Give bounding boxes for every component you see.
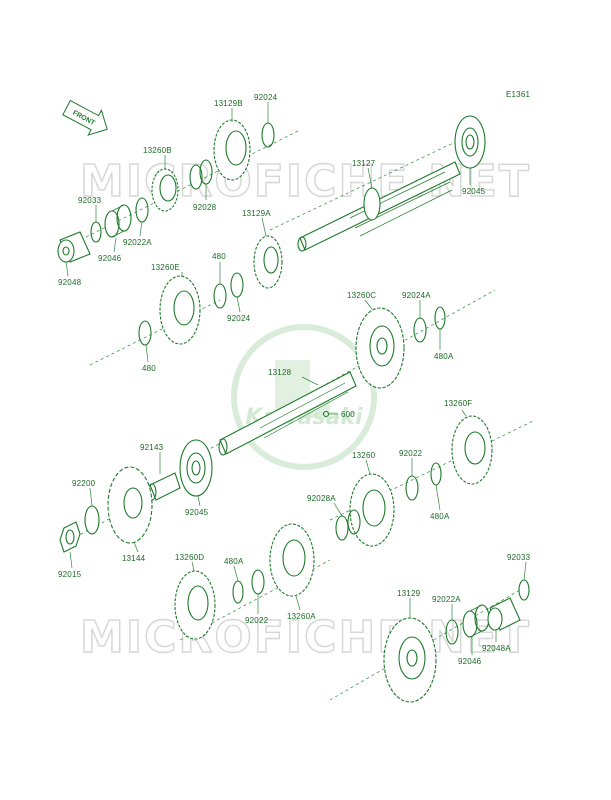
label-92022A-a: 92022A	[123, 238, 152, 247]
label-92048: 92048	[58, 278, 82, 287]
washer-92200	[84, 505, 100, 535]
label-92022b: 92022	[245, 616, 269, 625]
label-92045b: 92045	[185, 508, 209, 517]
label-13260C: 13260C	[347, 291, 376, 300]
gear-13260E	[159, 275, 201, 345]
bearing-92046b	[462, 604, 490, 638]
circlip-480A-c	[232, 580, 244, 604]
label-480A-b: 480A	[430, 512, 450, 521]
bearing-92046a	[104, 204, 132, 238]
gear-13260A	[269, 523, 315, 597]
sprocket-13144	[107, 466, 153, 544]
watermark-bottom: MICROFICHE.NET	[80, 612, 531, 663]
gear-13260F	[451, 415, 493, 485]
label-13127: 13127	[352, 159, 376, 168]
label-92033a: 92033	[78, 196, 102, 205]
label-92024b: 92024	[227, 314, 251, 323]
gear-13129	[383, 617, 437, 703]
shaft-13128	[218, 371, 357, 456]
label-13129: 13129	[397, 589, 421, 598]
label-92024A: 92024A	[402, 291, 431, 300]
label-13260F: 13260F	[444, 399, 472, 408]
label-92028A: 92028A	[307, 494, 336, 503]
washer-92022a	[405, 475, 419, 501]
label-13260D: 13260D	[175, 553, 204, 562]
gear-13260B	[151, 168, 179, 212]
label-600: 600	[341, 410, 355, 419]
circlip-480A-a	[434, 306, 446, 330]
label-480A-c: 480A	[224, 557, 244, 566]
front-arrow-icon: FRONT	[62, 99, 108, 136]
label-480a: 480	[212, 252, 226, 261]
bush-92028	[189, 159, 213, 190]
label-92024a: 92024	[254, 93, 278, 102]
gear-13260C	[355, 307, 405, 389]
circlip-92033b	[518, 579, 530, 601]
bearing-92045b	[179, 439, 213, 497]
collar-92143	[147, 472, 181, 501]
washer-92022b	[251, 569, 265, 595]
label-13260E: 13260E	[151, 263, 180, 272]
gear-13129B	[213, 119, 251, 181]
label-92022a: 92022	[399, 449, 423, 458]
label-13129A: 13129A	[242, 209, 271, 218]
circlip-92033a	[90, 221, 102, 243]
label-92022A-b: 92022A	[432, 595, 461, 604]
label-92048A: 92048A	[482, 644, 511, 653]
washer-92024b	[230, 272, 244, 298]
circlip-92024a	[261, 122, 275, 148]
label-13260A: 13260A	[287, 612, 316, 621]
label-92143: 92143	[140, 443, 164, 452]
label-92046b: 92046	[458, 657, 482, 666]
label-13129B: 13129B	[214, 99, 243, 108]
gear-13260D	[174, 570, 216, 640]
label-92046a: 92046	[98, 254, 122, 263]
collar-92048A	[487, 597, 521, 631]
label-13260: 13260	[352, 451, 376, 460]
label-13144: 13144	[122, 554, 146, 563]
circlip-480A-b	[430, 462, 442, 486]
circlip-480a	[213, 283, 227, 309]
label-92028: 92028	[193, 203, 217, 212]
diagram-code: E1361	[506, 90, 530, 99]
label-480A-a: 480A	[434, 352, 454, 361]
label-480b: 480	[142, 364, 156, 373]
label-13128: 13128	[268, 368, 292, 377]
label-13260B: 13260B	[143, 146, 172, 155]
collar-92048	[57, 231, 91, 263]
bush-92028A	[335, 509, 361, 541]
label-92015: 92015	[58, 570, 82, 579]
label-92045a: 92045	[462, 187, 486, 196]
label-92200: 92200	[72, 479, 96, 488]
gear-13260	[349, 473, 395, 547]
circlip-480b	[138, 320, 152, 346]
washer-92024A	[413, 317, 427, 343]
gear-13129A	[253, 235, 283, 289]
nut-92015	[59, 521, 81, 553]
label-92033b: 92033	[507, 553, 531, 562]
shaft-13127	[297, 161, 461, 252]
bearing-92045a	[454, 115, 486, 169]
